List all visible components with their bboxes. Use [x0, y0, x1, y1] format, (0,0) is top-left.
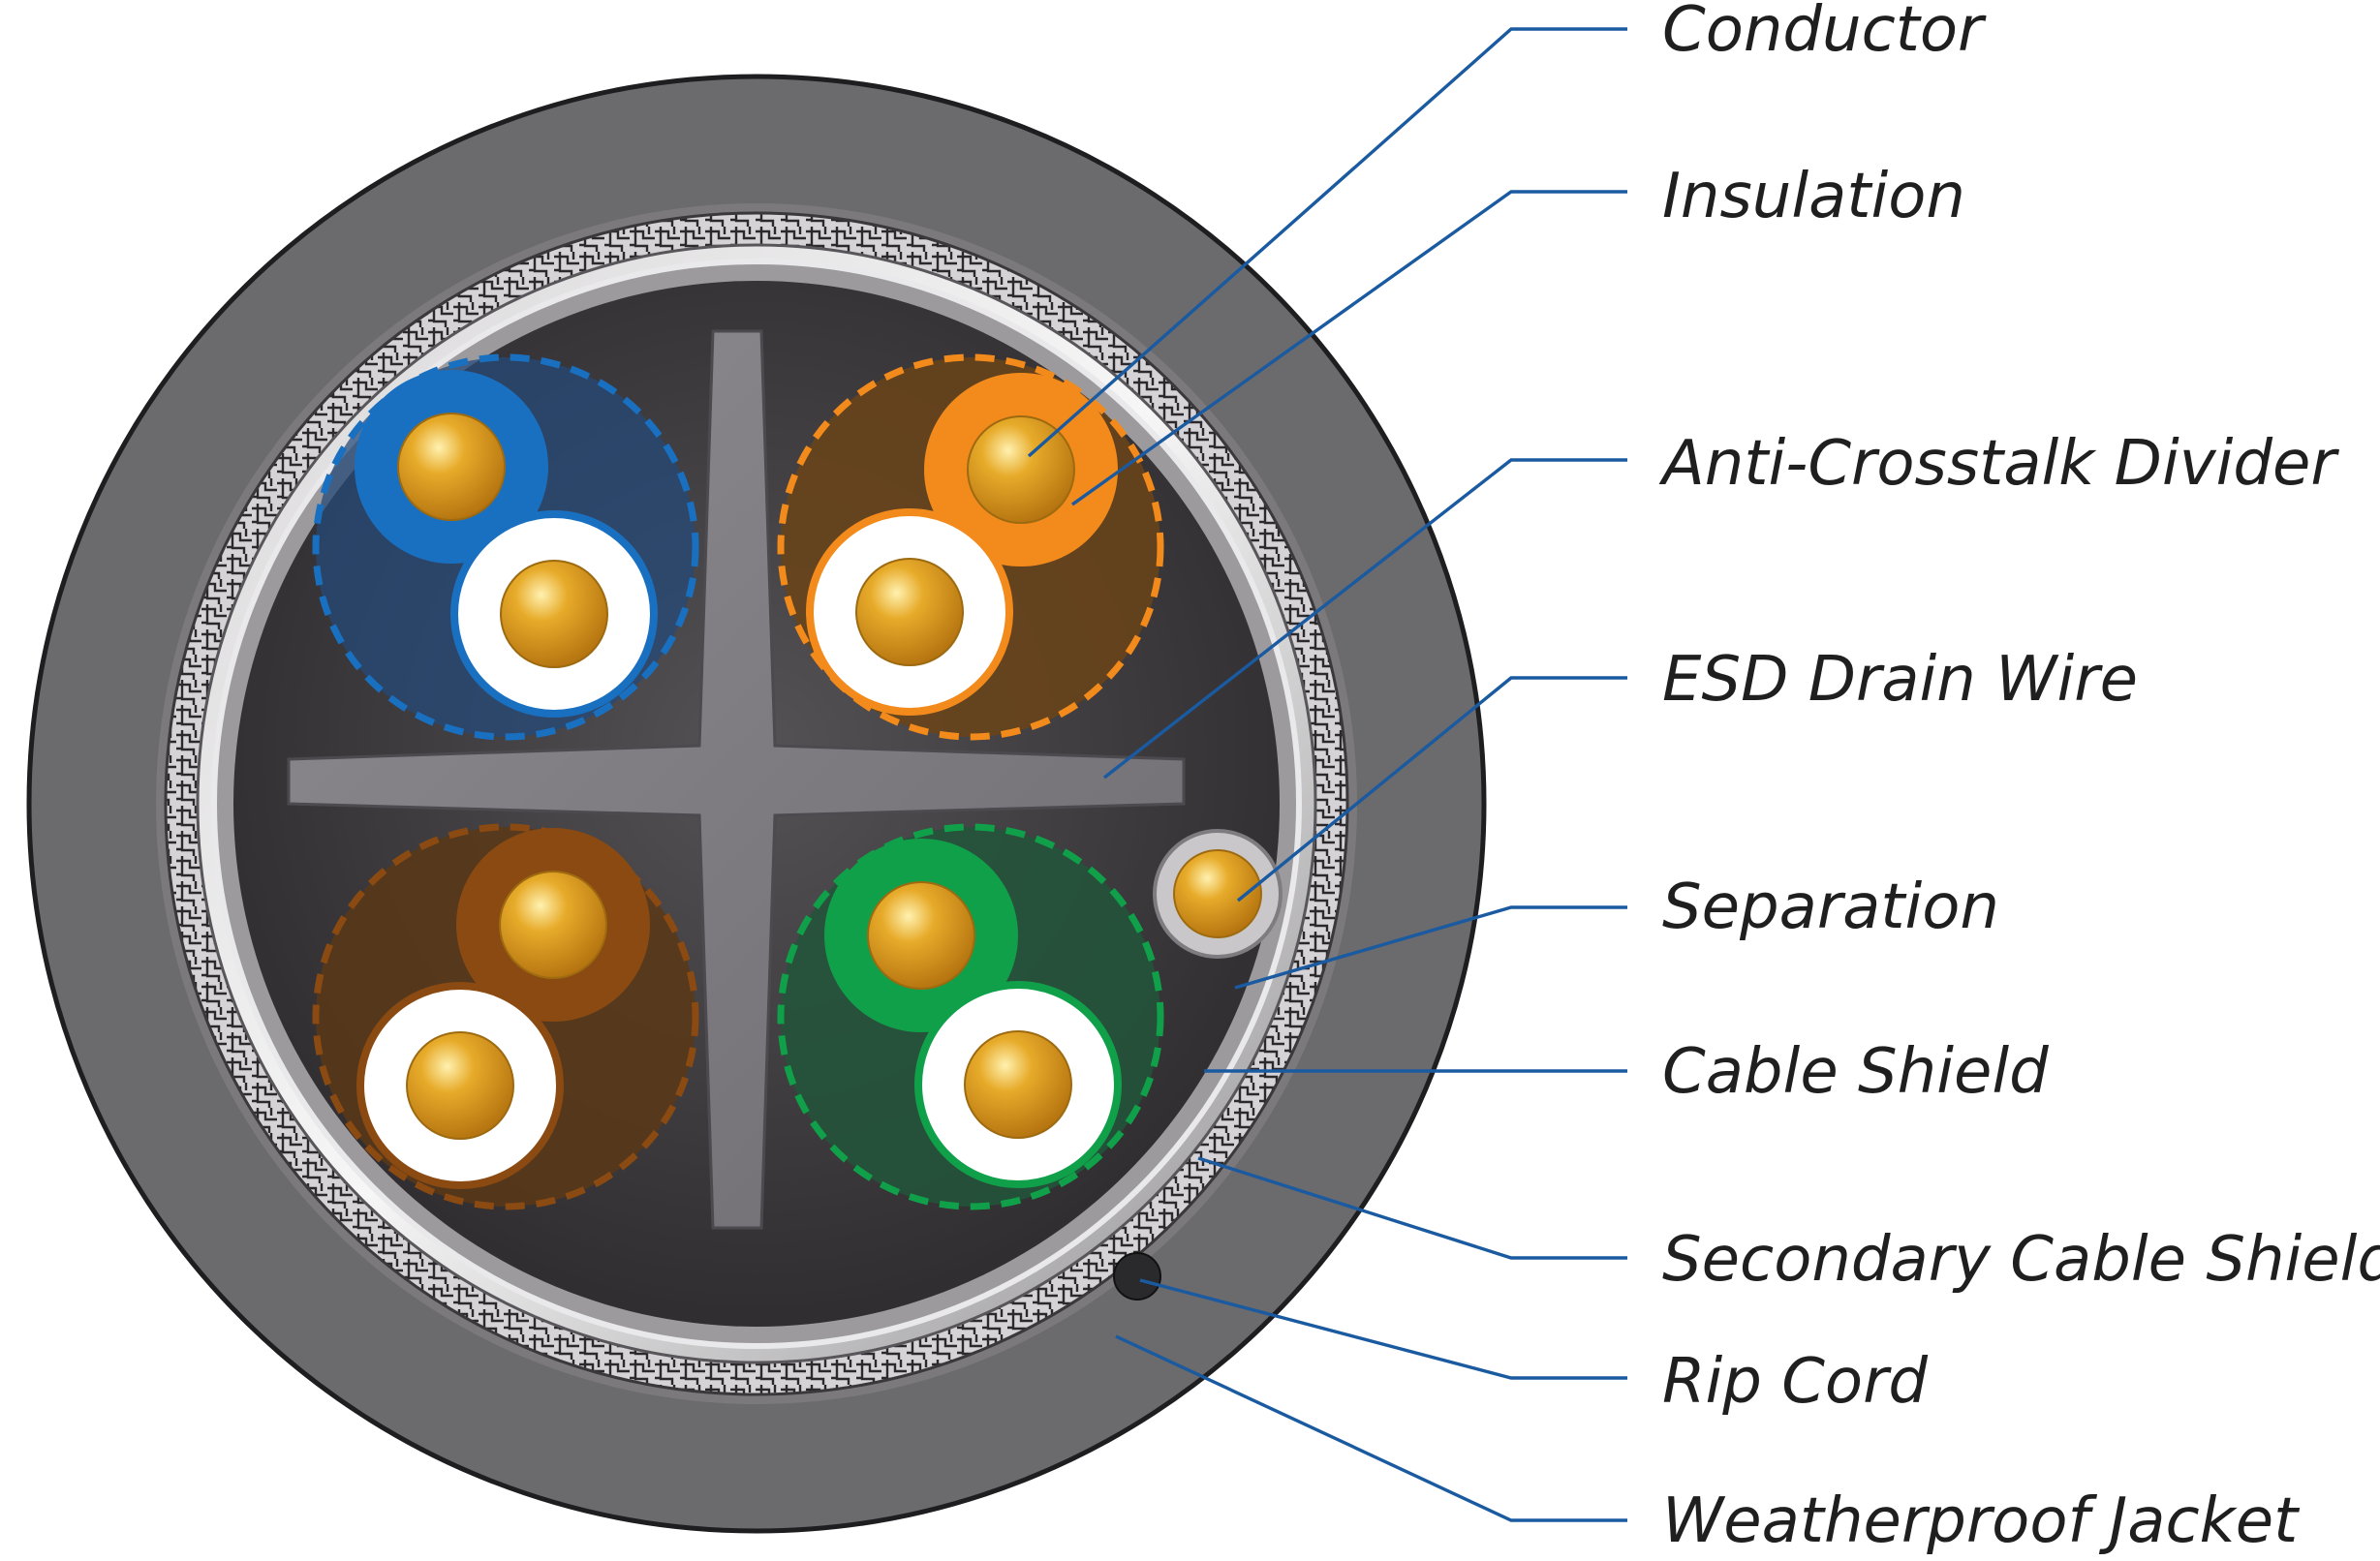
anti-crosstalk-divider — [287, 329, 1186, 1230]
label-secondary-cable-shield: Secondary Cable Shield — [1662, 1224, 2380, 1296]
conductor-orange — [967, 415, 1075, 524]
drain-wire-conductor — [1173, 849, 1262, 938]
label-anti-crosstalk-divider: Anti-Crosstalk Divider — [1658, 428, 2339, 500]
conductor-brown-white — [406, 1031, 514, 1140]
rip-cord — [1113, 1252, 1161, 1301]
label-weatherproof-jacket: Weatherproof Jacket — [1662, 1485, 2301, 1557]
esd-drain-wire — [1153, 829, 1283, 959]
wire-pair-green — [824, 839, 1122, 1188]
wire-pair-blue — [355, 370, 658, 718]
leader-secondary — [1197, 1156, 1627, 1260]
leader-conductor — [1027, 27, 1627, 458]
conductor-green-white — [964, 1030, 1072, 1139]
cable-body — [26, 74, 1487, 1534]
conductor-green — [867, 881, 975, 990]
conductor-orange-white — [855, 558, 964, 666]
conductor-blue — [397, 413, 506, 521]
label-rip-cord: Rip Cord — [1662, 1346, 1928, 1418]
leader-insulation — [1071, 190, 1627, 506]
labels: Conductor Insulation Anti-Crosstalk Divi… — [1658, 0, 2380, 1557]
leader-lines — [1027, 27, 1627, 1522]
leader-jacket — [1115, 1334, 1627, 1522]
leader-ripcord — [1139, 1278, 1627, 1380]
label-cable-shield: Cable Shield — [1662, 1036, 2049, 1108]
leader-drain — [1236, 676, 1627, 903]
label-conductor: Conductor — [1662, 0, 1987, 66]
leader-separation — [1234, 905, 1627, 990]
label-esd-drain-wire: ESD Drain Wire — [1662, 644, 2138, 716]
conductor-blue-white — [500, 560, 608, 668]
label-separation: Separation — [1662, 872, 1999, 943]
label-insulation: Insulation — [1662, 161, 1965, 232]
conductor-brown — [499, 871, 607, 979]
leader-divider — [1102, 458, 1627, 780]
wire-pair-brown — [356, 828, 650, 1189]
